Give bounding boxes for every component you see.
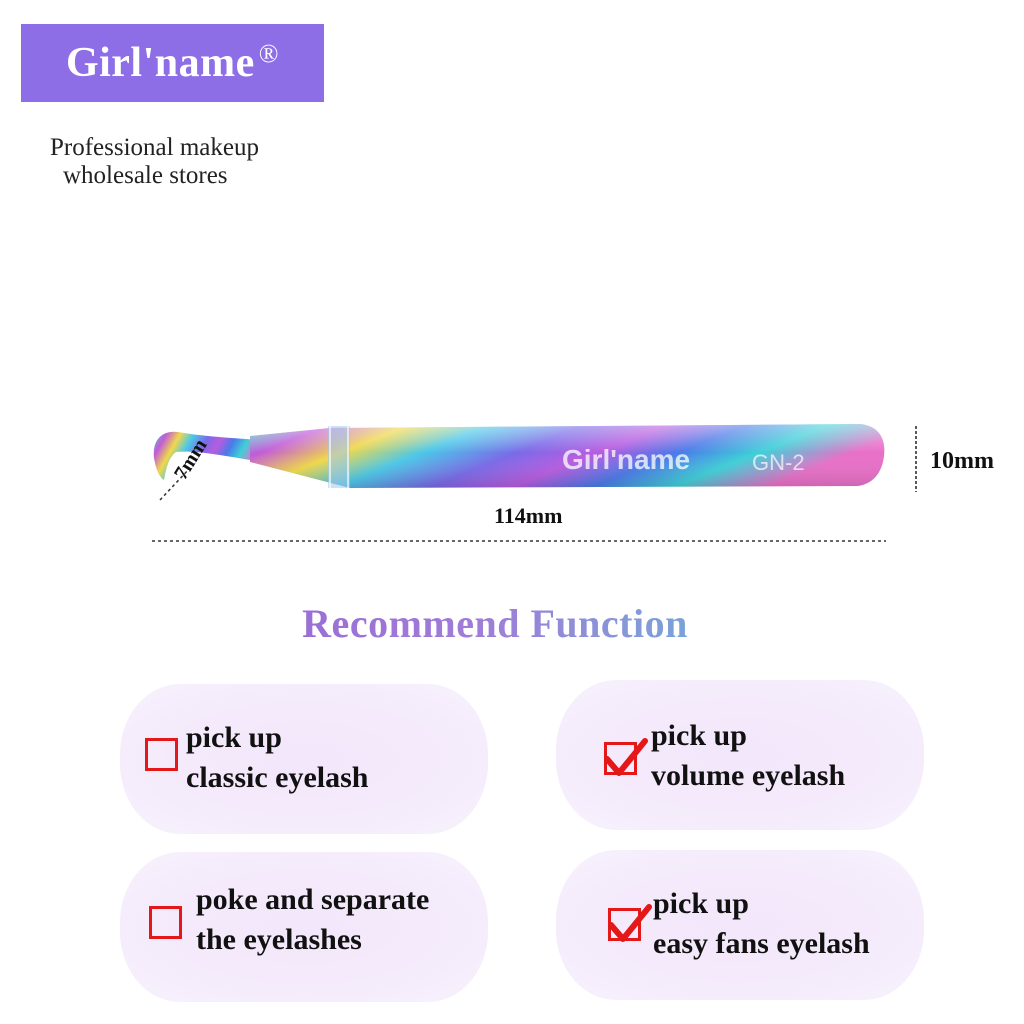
function-line: classic eyelash [186,761,369,794]
function-text: pick up classic eyelash [186,718,368,798]
brand-tagline: Professional makeup wholesale stores [50,134,259,190]
checkbox-unchecked-icon [145,738,178,771]
tweezer-engraving-brand: Girl'name [562,444,690,475]
function-text: pick up volume eyelash [651,716,845,796]
function-card-volume: pick up volume eyelash [556,680,924,830]
function-text: pick up easy fans eyelash [653,884,870,964]
function-line: pick up [651,719,747,752]
function-card-poke: poke and separate the eyelashes [120,852,488,1002]
width-label: 10mm [930,448,994,474]
function-text: poke and separate the eyelashes [196,880,429,960]
function-line: pick up [186,721,282,754]
checkbox-checked-icon [604,738,648,776]
function-card-fans: pick up easy fans eyelash [556,850,924,1000]
total-length-label: 114mm [494,503,563,528]
section-title: Recommend Function [302,601,688,646]
tweezer-engraving-model: GN-2 [752,450,805,475]
tweezer-image: Girl'name GN-2 [152,424,917,542]
brand-logo-text: Girl'name® [65,39,280,86]
function-line: the eyelashes [196,923,362,956]
function-card-classic: pick up classic eyelash [120,684,488,834]
brand-logo-box: Girl'name® [21,24,324,102]
function-line: pick up [653,887,749,920]
function-line: volume eyelash [651,759,846,792]
tagline-line-1: Professional makeup [50,134,259,161]
function-line: easy fans eyelash [653,927,870,960]
function-line: poke and separate [196,883,430,916]
checkbox-checked-icon [608,904,652,942]
checkbox-unchecked-icon [149,906,182,939]
tagline-line-2: wholesale stores [63,162,228,189]
